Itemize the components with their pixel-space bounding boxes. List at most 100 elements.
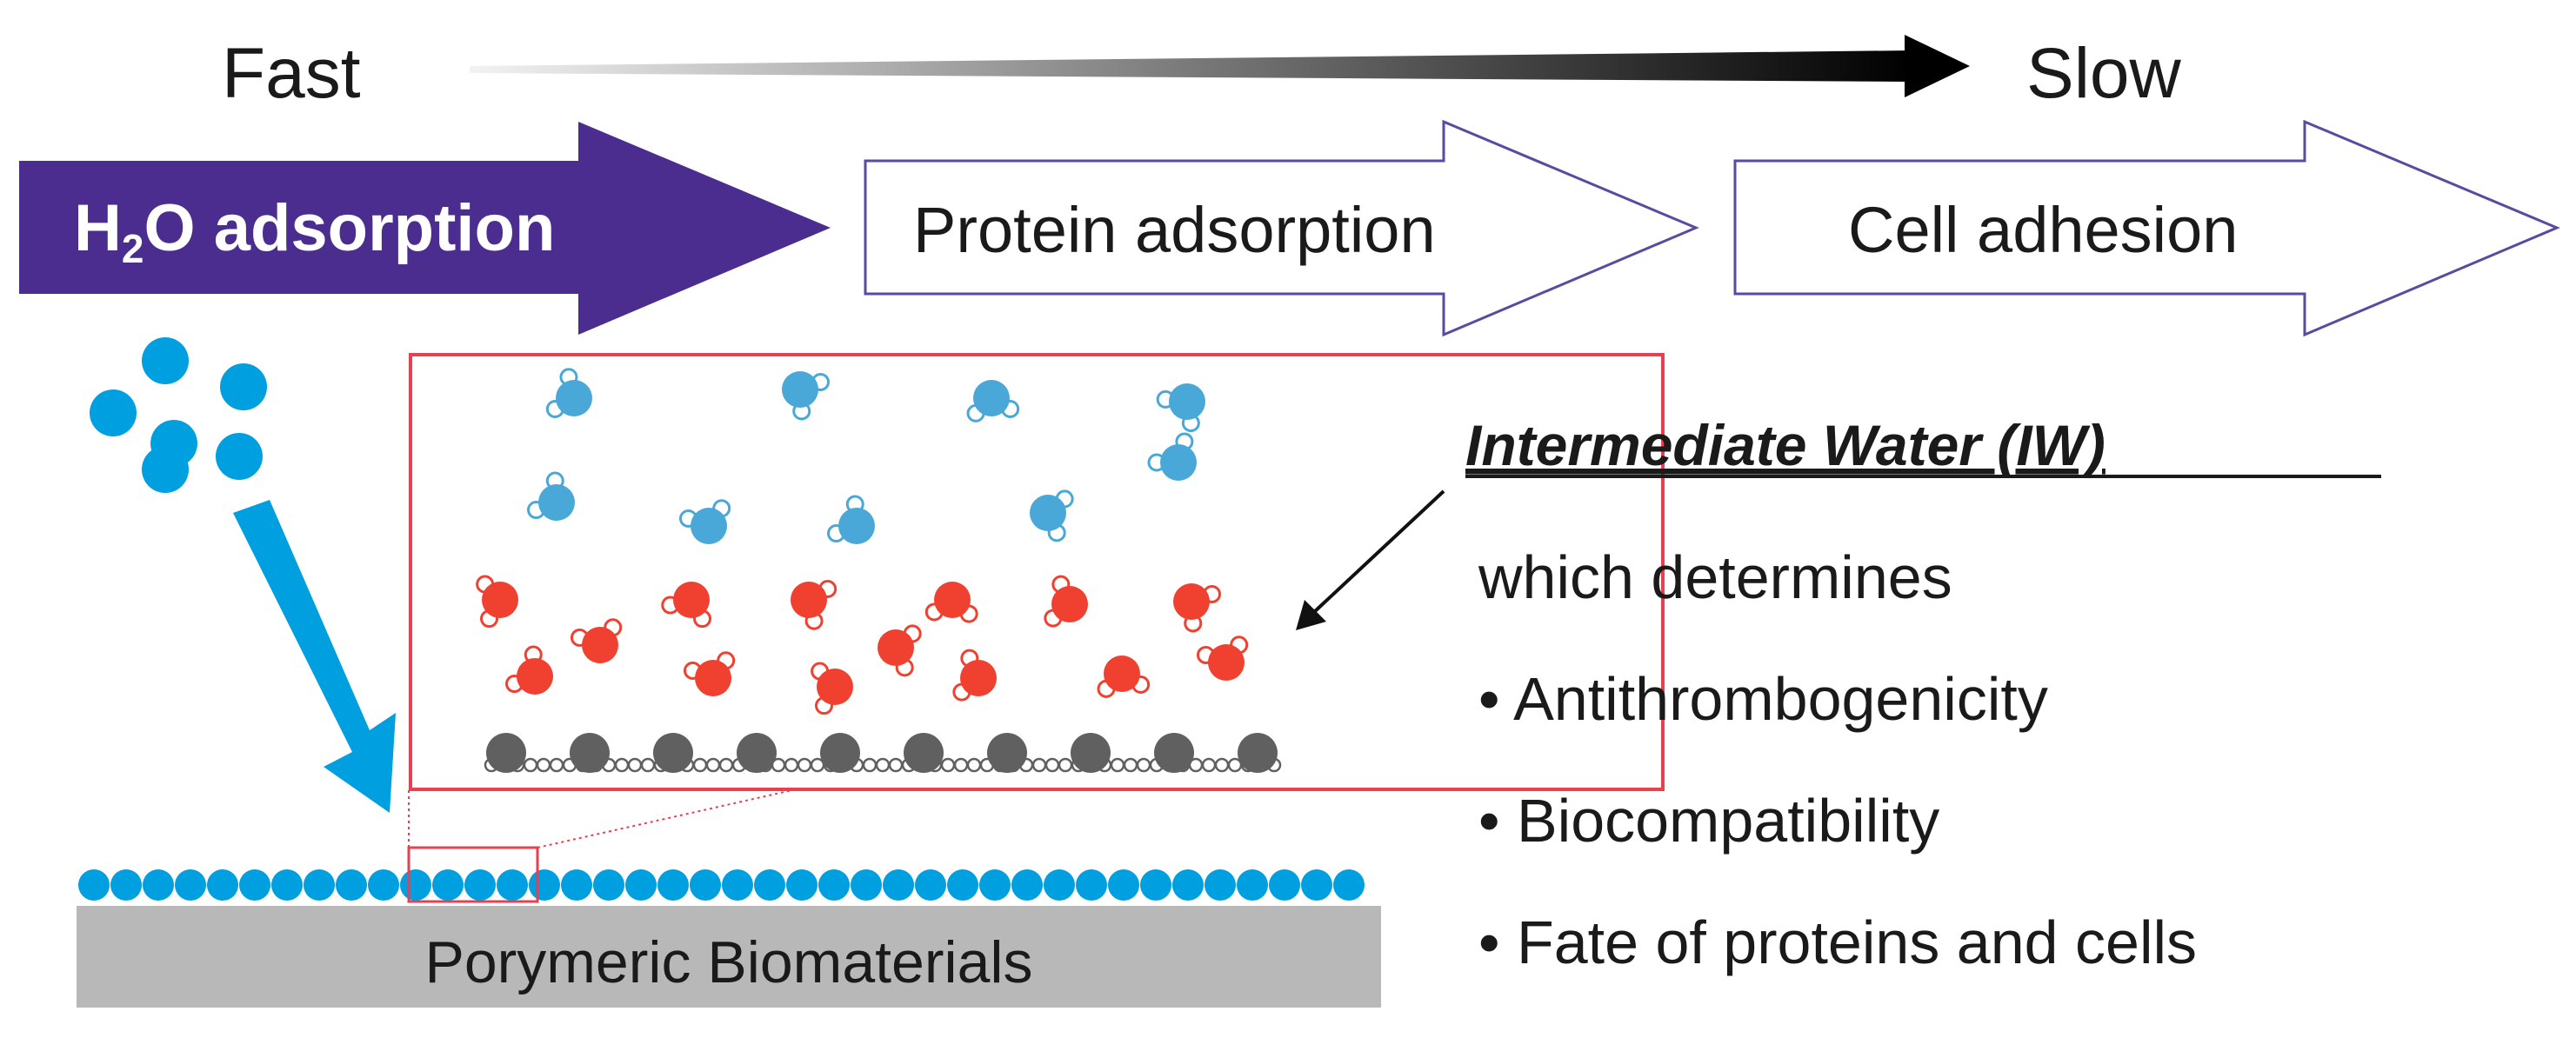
surface-water-molecule [786,869,818,901]
surface-water-molecule [143,869,174,901]
oxygen-atom [691,508,727,544]
step-protein-adsorption: Protein adsorption [864,119,1699,337]
polymer-chain-atom [1058,757,1073,773]
oxygen-atom [482,582,518,618]
oxygen-atom [973,380,1010,416]
surface-water-molecule [1333,869,1365,901]
polymer-chain-atom [1110,757,1125,773]
surface-water-molecule [593,869,624,901]
polymer-chain-atom [523,757,538,773]
free-water-molecule [527,471,575,521]
iw-bullet: • Fate of proteins and cells [1478,908,2197,976]
zoom-guide-right [537,788,797,848]
water-droplet [142,337,189,384]
polymer-chain-atom [549,757,564,773]
surface-water-molecule [304,869,335,901]
polymer-group [486,733,526,773]
oxygen-atom [1051,586,1088,622]
polymer-chain-atom [797,757,812,773]
free-water-molecule [782,371,830,421]
surface-water-molecule [690,869,721,901]
polymer-chain-atom [718,757,734,773]
polymer-chain-atom [953,757,969,773]
polymer-group [1071,733,1111,773]
surface-water-molecule [1205,869,1236,901]
water-droplet [216,433,263,480]
polymer-chain-atom [640,757,656,773]
iw-pointer-head [1296,600,1326,630]
oxygen-atom [960,660,997,696]
intermediate-water-molecule [1097,655,1151,698]
intermediate-water-molecule [1044,575,1088,628]
surface-water-molecule [1301,869,1332,901]
iw-intro: which determines [1478,543,1952,611]
surface-water-molecule [657,869,689,901]
polymer-group [737,733,777,773]
surface-water-molecule [979,869,1011,901]
biomaterial-label: Porymeric Biomaterials [424,929,1032,995]
surface-water-molecule [368,869,399,901]
surface-water-molecule [754,869,785,901]
oxygen-atom [934,582,971,618]
surface-water-molecule [239,869,270,901]
intermediate-water-molecule [571,618,623,663]
polymer-chain-atom [692,757,708,773]
polymer-chain-atom [1123,757,1138,773]
surface-water-molecule [400,869,431,901]
polymer-chain-atom [1136,757,1151,773]
surface-water-molecule [818,869,850,901]
oxygen-atom [695,660,731,696]
zoom-source-box [407,846,539,903]
oxygen-atom [556,380,592,416]
step-label-cell: Cell adhesion [1848,194,2238,266]
oxygen-atom [1173,583,1210,620]
slow-label: Slow [2026,34,2182,113]
surface-water-molecule [1140,869,1171,901]
polymer-chain-atom [966,757,982,773]
polymer-group [1154,733,1194,773]
polymer-group [653,733,693,773]
oxygen-atom [673,582,710,618]
polymer-group [820,733,860,773]
fast-label: Fast [222,34,361,113]
surface-water-molecule [1044,869,1075,901]
speed-arrow-shaft [470,50,1913,82]
surface-water-molecule [110,869,142,901]
speed-arrow-head [1905,35,1970,97]
water-droplet [142,446,189,493]
polymer-chain-atom [536,757,551,773]
surface-water-molecule [1237,869,1268,901]
intermediate-water-molecule [505,645,553,695]
oxygen-atom [1104,655,1140,692]
oxygen-atom [1160,444,1197,481]
polymer-chain-atom [784,757,799,773]
surface-water-molecule [851,869,882,901]
polymer-group [904,733,944,773]
surface-water-molecule [78,869,110,901]
step-label-protein: Protein adsorption [913,194,1436,266]
polymer-chain-atom [875,757,891,773]
polymer-chain-atom [1044,757,1060,773]
polymer-chain-atom [705,757,721,773]
step-arrow-outline-cell [1733,119,2560,337]
polymer-chain-atom [888,757,904,773]
oxygen-atom [1169,383,1205,420]
polymer-chain-atom [862,757,878,773]
polymer-chain-atom [627,757,643,773]
surface-water-molecule [1011,869,1043,901]
iw-bullet: • Antithrombogenicity [1478,665,2048,733]
zoom-panel [409,353,1665,791]
polymer-chain-atom [1031,757,1047,773]
iw-title: Intermediate Water (IW) [1465,413,2106,477]
oxygen-atom [791,582,827,618]
surface-water-molecule [432,869,464,901]
surface-water-molecule [947,869,978,901]
polymer-group [570,733,610,773]
intermediate-water-molecule [924,582,978,623]
surface-water-molecule [207,869,238,901]
speed-arrow [470,35,1970,97]
intermediate-water-molecule [476,575,518,629]
free-water-molecule [545,368,592,418]
surface-water-molecule [464,869,496,901]
free-water-molecule [1030,489,1074,542]
